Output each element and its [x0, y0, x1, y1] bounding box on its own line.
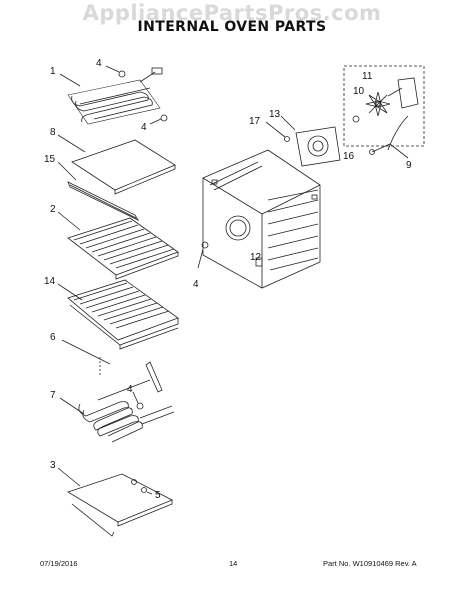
callout-1: 1 [50, 66, 56, 77]
bake-element [59, 379, 175, 443]
oven-rack [57, 211, 179, 280]
watermark: AppliancePartsPros.com [82, 1, 382, 25]
oven-cavity [202, 149, 321, 289]
callout-17: 17 [249, 116, 261, 127]
footer-date: 07/19/2016 [40, 559, 78, 568]
callout-8: 8 [50, 127, 56, 138]
screw-17 [265, 121, 290, 142]
callout-15: 15 [44, 154, 56, 165]
callout-5: 5 [155, 490, 161, 501]
callout-2: 2 [50, 204, 56, 215]
screw-5 [131, 479, 153, 495]
callout-10: 10 [353, 86, 365, 97]
page-title: INTERNAL OVEN PARTS [137, 19, 327, 35]
callout-3: 3 [50, 460, 56, 471]
oven-bottom-panel [57, 467, 173, 537]
convection-fan-cover [295, 126, 341, 167]
callout-7: 7 [50, 390, 56, 401]
callout-4-cavity: 4 [193, 279, 199, 290]
callout-11: 11 [362, 71, 373, 82]
screw-4a [105, 65, 126, 78]
footer-part-number: Part No. W10910469 Rev. A [323, 559, 417, 568]
convection-fan-assembly [343, 65, 425, 151]
broil-element [67, 67, 163, 125]
wire-harness-9 [369, 143, 409, 159]
callout-4-top: 4 [96, 58, 102, 69]
callout-14: 14 [44, 276, 56, 287]
bake-element-bracket [61, 339, 163, 393]
roll-out-rack [57, 279, 179, 350]
callout-4-mid: 4 [127, 384, 133, 395]
footer-page-number: 14 [229, 559, 238, 568]
callout-4-right: 4 [141, 122, 147, 133]
callout-16: 16 [343, 151, 355, 162]
callout-12: 12 [250, 252, 262, 263]
rack-slide [57, 161, 140, 221]
callout-labels: 1 4 4 8 15 2 14 6 4 7 3 5 13 17 11 10 16… [44, 58, 412, 501]
screw-4d [197, 241, 209, 269]
broil-element-cover [57, 134, 176, 195]
screw-4c [132, 391, 139, 404]
screw-4b [149, 114, 168, 125]
callout-6: 6 [50, 332, 56, 343]
callout-9: 9 [406, 160, 412, 171]
callout-13: 13 [269, 109, 281, 120]
